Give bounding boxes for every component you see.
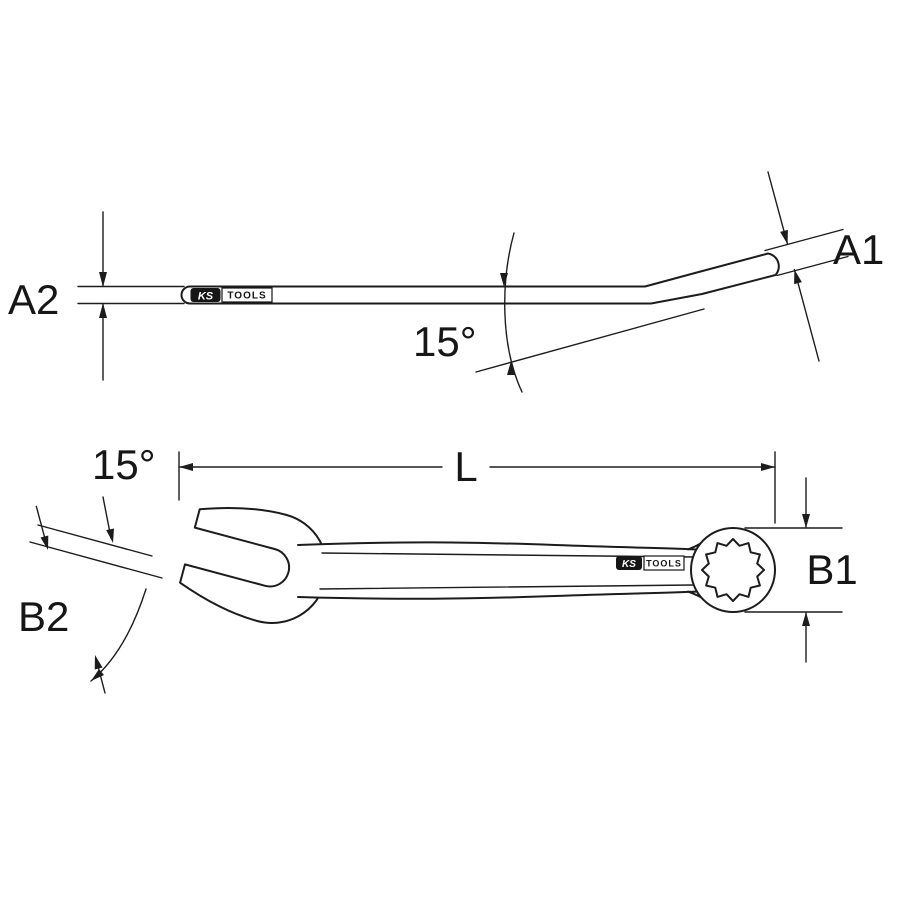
handle-bottom-edge	[297, 590, 699, 600]
side-view-wrench-outline	[180, 252, 780, 305]
ks-logo-text: KS	[198, 291, 214, 303]
handle	[297, 541, 699, 600]
side-angle-annotation: 15°	[413, 232, 705, 393]
a1-extension-line-top	[764, 228, 844, 252]
tools-logo-text-plan: TOOLS	[646, 559, 682, 569]
handle-top-edge	[297, 541, 699, 551]
length-dimension: L	[178, 443, 776, 524]
a1-extension-line-bottom	[776, 255, 849, 277]
tools-logo-frame-plan	[643, 555, 685, 571]
b1-label: B1	[806, 546, 857, 593]
side-angle-label: 15°	[413, 318, 477, 365]
plan-angle-label: 15°	[92, 441, 156, 488]
a2-arrow-up	[99, 303, 107, 318]
a1-label: A1	[833, 226, 884, 273]
l-arrow-left	[179, 463, 193, 471]
b2-dimension-line-upper	[35, 505, 46, 538]
b2-extension-line-inner	[37, 524, 153, 557]
b2-label: B2	[18, 593, 69, 640]
b1-dimension: B1	[744, 477, 858, 663]
tools-logo-frame	[221, 287, 273, 303]
ks-logo-box	[190, 288, 221, 302]
angle-arrow-on-shaft	[500, 273, 508, 287]
a2-arrow-down	[99, 272, 107, 287]
a1-dimension: A1	[764, 171, 884, 362]
b2-dimension: B2	[18, 505, 163, 694]
a1-arrow-lower-right	[780, 229, 788, 245]
plan-angle-annotation: 15°	[90, 441, 156, 682]
ring-12-point-profile	[701, 538, 765, 602]
plan-angle-leader-arrow	[106, 528, 114, 543]
b2-arrow-lower	[94, 655, 103, 670]
b2-extension-line-outer	[29, 541, 163, 579]
angle-arc	[504, 232, 523, 393]
plan-view: KS TOOLS L B1	[18, 441, 858, 694]
l-arrow-right	[761, 463, 775, 471]
ks-logo-box-plan	[616, 556, 642, 570]
l-label: L	[454, 443, 477, 490]
open-end-jaw	[179, 506, 328, 624]
ks-tools-logo-side: KS TOOLS	[190, 287, 273, 303]
ring-end	[687, 527, 776, 613]
tools-logo-text: TOOLS	[227, 291, 266, 302]
a2-label: A2	[8, 276, 59, 323]
plan-angle-arc-arrow	[91, 669, 104, 681]
a2-dimension: A2	[8, 211, 185, 381]
handle-fill	[300, 542, 696, 599]
b2-arrow-upper	[40, 535, 49, 550]
angle-arrow-on-line	[507, 361, 515, 375]
angle-reference-line	[475, 308, 705, 373]
open-end-jaw-outline	[179, 506, 328, 624]
b1-arrow-up	[802, 612, 810, 626]
side-view: KS TOOLS A2 A1	[8, 171, 884, 393]
b1-arrow-down	[802, 514, 810, 528]
handle-bevel-line-bottom	[319, 584, 695, 590]
ks-tools-logo-plan: KS TOOLS	[616, 555, 685, 571]
a1-dimension-line-lower	[793, 268, 820, 362]
ks-logo-text-plan: KS	[622, 559, 636, 570]
a1-arrow-upper-left	[794, 269, 802, 285]
